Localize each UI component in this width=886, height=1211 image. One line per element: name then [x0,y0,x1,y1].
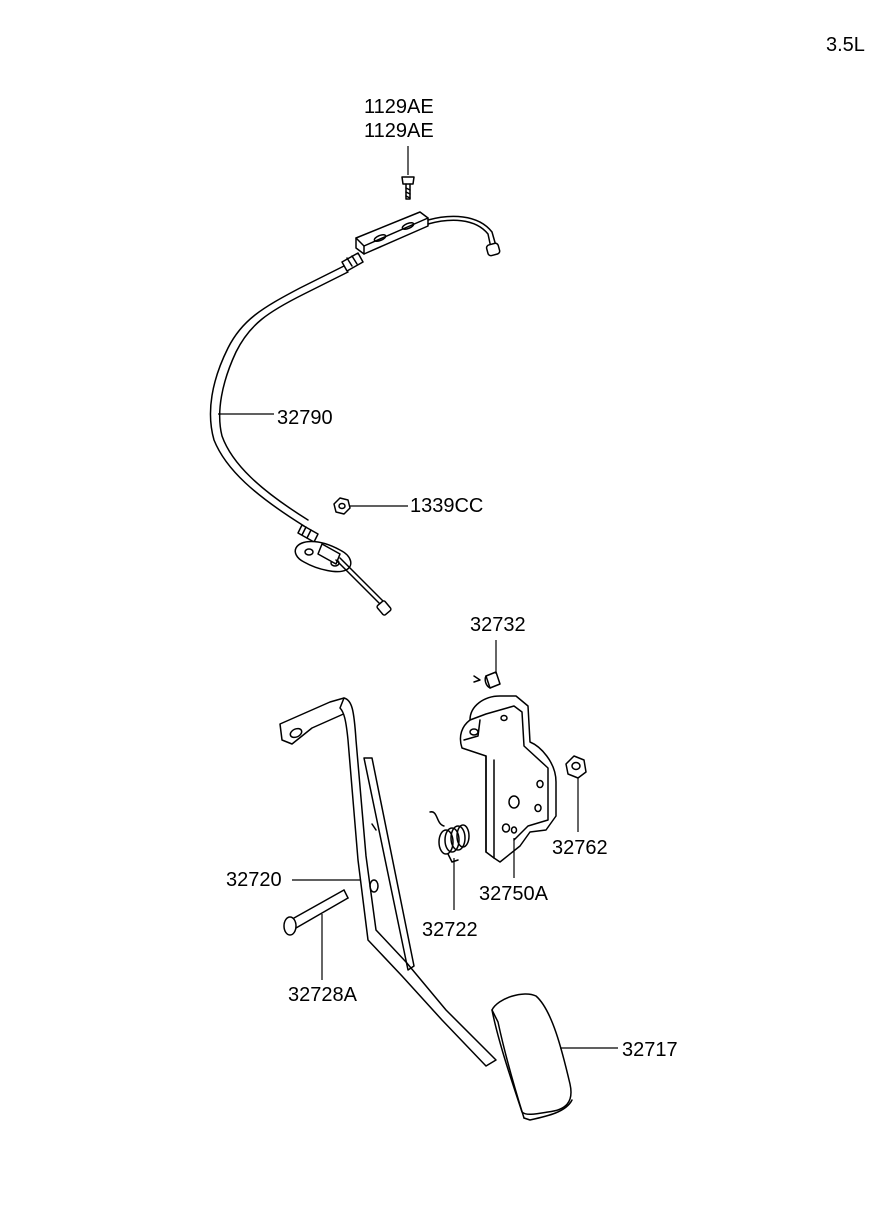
pedal-bracket-32750a [459,695,557,863]
pivot-pin-32728a [283,889,349,936]
label-32750a: 32750A [479,883,549,905]
label-1339cc: 1339CC [410,495,483,517]
engine-label: 3.5L [826,34,865,56]
pedal-pad-32717 [491,993,573,1121]
label-32790: 32790 [277,407,333,429]
label-32720: 32720 [226,869,282,891]
return-spring-32722 [429,811,470,863]
accelerator-cable-32790 [209,211,501,616]
label-32717: 32717 [622,1039,678,1061]
label-32762: 32762 [552,837,608,859]
pedal-arm-32720 [279,697,497,1067]
label-32732: 32732 [470,614,526,636]
label-1129ae-bottom: 1129AE [364,120,434,142]
bolt-1129ae [401,176,415,200]
label-1129ae-top: 1129AE [364,96,434,118]
bushing-32732 [484,671,501,689]
label-32722: 32722 [422,919,478,941]
nut-32762 [565,755,587,779]
label-32728a: 32728A [288,984,358,1006]
nut-1339cc [333,497,351,515]
